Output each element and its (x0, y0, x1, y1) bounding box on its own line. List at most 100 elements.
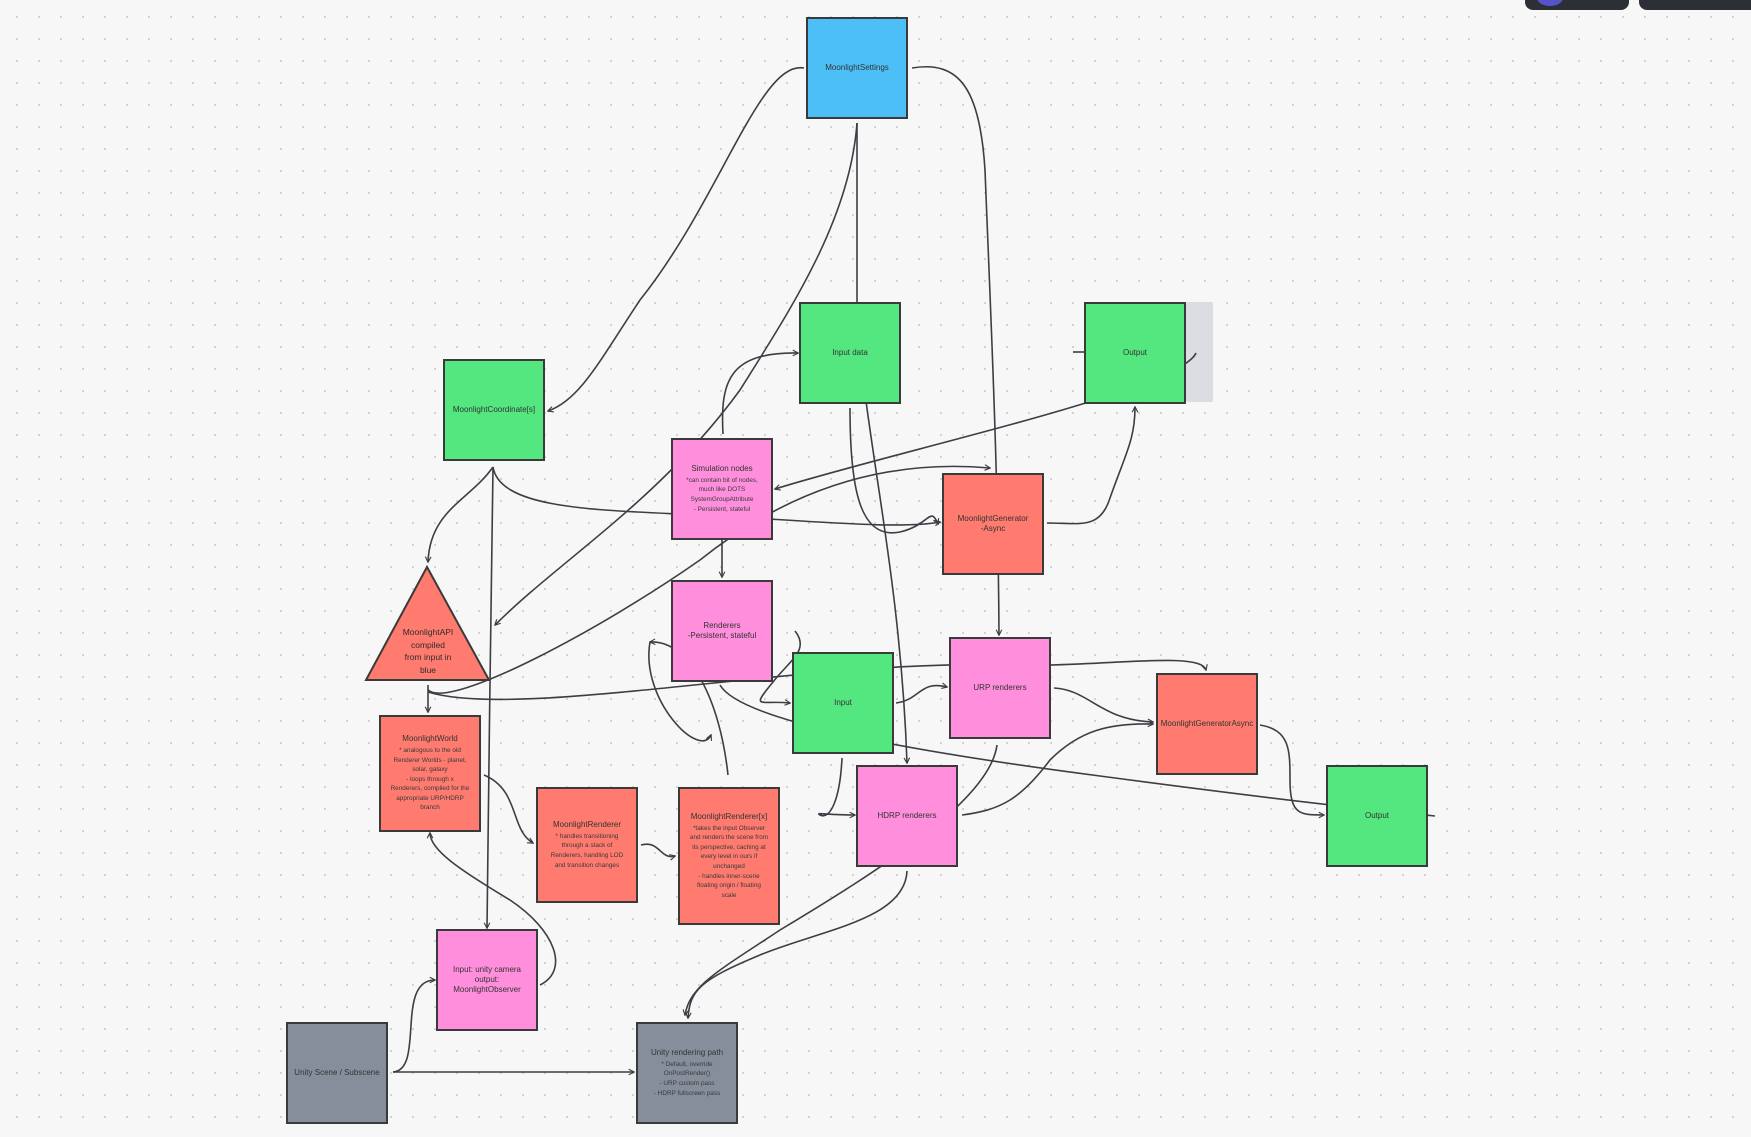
connector[interactable] (548, 67, 805, 411)
avatar[interactable] (1537, 0, 1563, 6)
triangle-line: blue (419, 664, 437, 675)
node-title: Input data (832, 348, 868, 357)
connector[interactable] (849, 407, 938, 534)
connector[interactable] (428, 466, 494, 562)
input-data-node[interactable]: Input data (799, 302, 901, 404)
unity-rendering-path-node[interactable]: Unity rendering path * Default, override… (636, 1022, 738, 1124)
node-line: and transition changes (554, 861, 620, 869)
top-toolbar-avatar-tab[interactable] (1525, 0, 1629, 10)
node-line: scale (721, 891, 737, 899)
node-title: Unity rendering path (650, 1047, 724, 1057)
node-description: * analogous to the old Renderer Worlds -… (391, 746, 470, 813)
node-line: floating origin / floating (697, 882, 761, 890)
triangle-line: from input in (404, 652, 452, 662)
node-title: Unity Scene / Subscene (294, 1068, 380, 1077)
node-title: MoonlightSettings (825, 63, 889, 72)
connector[interactable] (392, 980, 435, 1073)
node-title: MoonlightWorld (402, 733, 458, 743)
moonlight-generator-async-2-node[interactable]: MoonlightGeneratorAsync (1156, 673, 1258, 775)
node-line: * handles transitioning (555, 832, 619, 840)
connector[interactable] (648, 641, 711, 742)
moonlight-renderer-node[interactable]: MoonlightRenderer * handles transitionin… (536, 787, 638, 903)
connector[interactable] (495, 122, 858, 625)
unity-scene-node[interactable]: Unity Scene / Subscene (286, 1022, 388, 1124)
node-title: Output (1364, 811, 1389, 820)
connector[interactable] (1046, 407, 1135, 525)
connector[interactable] (640, 843, 675, 856)
moonlight-api-triangle[interactable] (364, 564, 491, 681)
connector[interactable] (483, 774, 533, 843)
node-line: Renderers, compiled for the (390, 785, 470, 793)
connector[interactable] (688, 870, 908, 1018)
moonlight-generator-async-node[interactable]: MoonlightGenerator -Async (942, 473, 1044, 575)
top-toolbar-tab[interactable] (1639, 0, 1751, 10)
connector[interactable] (430, 833, 557, 986)
output-right-node[interactable]: Output (1326, 765, 1428, 867)
node-title: MoonlightGeneratorAsync (1160, 719, 1254, 728)
output-top-node[interactable]: Output (1084, 302, 1186, 404)
node-line: SystemGroupAttribute (690, 496, 754, 503)
moonlight-renderer-x-node[interactable]: MoonlightRenderer[x] *takes the input Ob… (678, 787, 780, 925)
connector[interactable] (427, 466, 990, 694)
node-line: much like DOTS (698, 486, 746, 494)
renderers-node[interactable]: Renderers -Persistent, stateful (671, 580, 773, 682)
node-line: its perspective, caching at (692, 843, 766, 851)
node-title: Simulation nodes (691, 463, 753, 473)
connector[interactable] (427, 659, 1206, 701)
node-line: every level in ours if (700, 853, 758, 861)
node-line: -Async (980, 524, 1006, 533)
node-title: Renderers (703, 621, 741, 630)
connector[interactable] (721, 353, 798, 435)
node-line: output: MoonlightObserver (453, 975, 521, 994)
node-line: solar, galaxy (412, 766, 448, 774)
moonlight-world-node[interactable]: MoonlightWorld * analogous to the old Re… (379, 715, 481, 832)
node-line: unchanged (713, 863, 745, 870)
node-line: Renderers, handling LOD (550, 852, 624, 859)
node-title: MoonlightCoordinate[s] (452, 405, 536, 414)
moonlight-settings-node[interactable]: MoonlightSettings (806, 17, 908, 119)
node-title: MoonlightRenderer[x] (690, 811, 768, 821)
moonlight-api-label: MoonlightAPI compiled from input in blue (385, 626, 471, 676)
node-line: *can contain bit of nodes, (686, 476, 758, 484)
hdrp-renderers-node[interactable]: HDRP renderers (856, 765, 958, 867)
connector[interactable] (895, 686, 947, 704)
connector[interactable] (961, 724, 1153, 816)
simulation-nodes-node[interactable]: Simulation nodes *can contain bit of nod… (671, 438, 773, 540)
node-title: HDRP renderers (877, 811, 937, 820)
node-line: - Persistent, stateful (693, 505, 751, 513)
input-node[interactable]: Input (792, 652, 894, 754)
node-title: MoonlightRenderer (552, 819, 622, 829)
node-title: Input (834, 698, 852, 707)
input-unity-camera-node[interactable]: Input: unity camera output: MoonlightObs… (436, 929, 538, 1031)
selection-shadow (1186, 302, 1213, 402)
node-description: *takes the input Observer and renders th… (690, 824, 768, 901)
connector[interactable] (1053, 687, 1153, 722)
node-line: *takes the input Observer (692, 824, 766, 832)
triangle-line: MoonlightAPI (402, 627, 454, 637)
node-title: MoonlightGenerator (957, 514, 1029, 523)
node-description: * Default, override OnPostRender() - URP… (654, 1060, 720, 1098)
node-line: OnPostRender() (663, 1070, 711, 1078)
node-line: through a stack of (561, 842, 613, 850)
node-line: Input: unity camera (452, 965, 522, 974)
node-line: - loops through x (406, 775, 454, 783)
moonlight-coordinates-node[interactable]: MoonlightCoordinate[s] (443, 359, 545, 461)
triangle-line: compiled (410, 639, 446, 650)
node-line: Renderer Worlds - planet, (393, 756, 467, 764)
node-line: - handles inner-scene (698, 872, 760, 880)
node-line: - HDRP fullscreen pass (653, 1089, 721, 1097)
node-description: * handles transitioning through a stack … (551, 832, 623, 870)
node-line: and renders the scene from (689, 834, 769, 842)
connector[interactable] (1259, 724, 1324, 815)
node-line: - URP custom pass (659, 1080, 715, 1087)
node-title: Output (1122, 348, 1147, 357)
node-line: -Persistent, stateful (687, 631, 757, 640)
connector[interactable] (759, 630, 802, 703)
node-line: * Default, override (661, 1060, 713, 1068)
connector[interactable] (487, 466, 494, 928)
urp-renderers-node[interactable]: URP renderers (949, 637, 1051, 739)
node-line: appropriate URP/HDRP (396, 794, 464, 802)
connector[interactable] (818, 757, 855, 816)
